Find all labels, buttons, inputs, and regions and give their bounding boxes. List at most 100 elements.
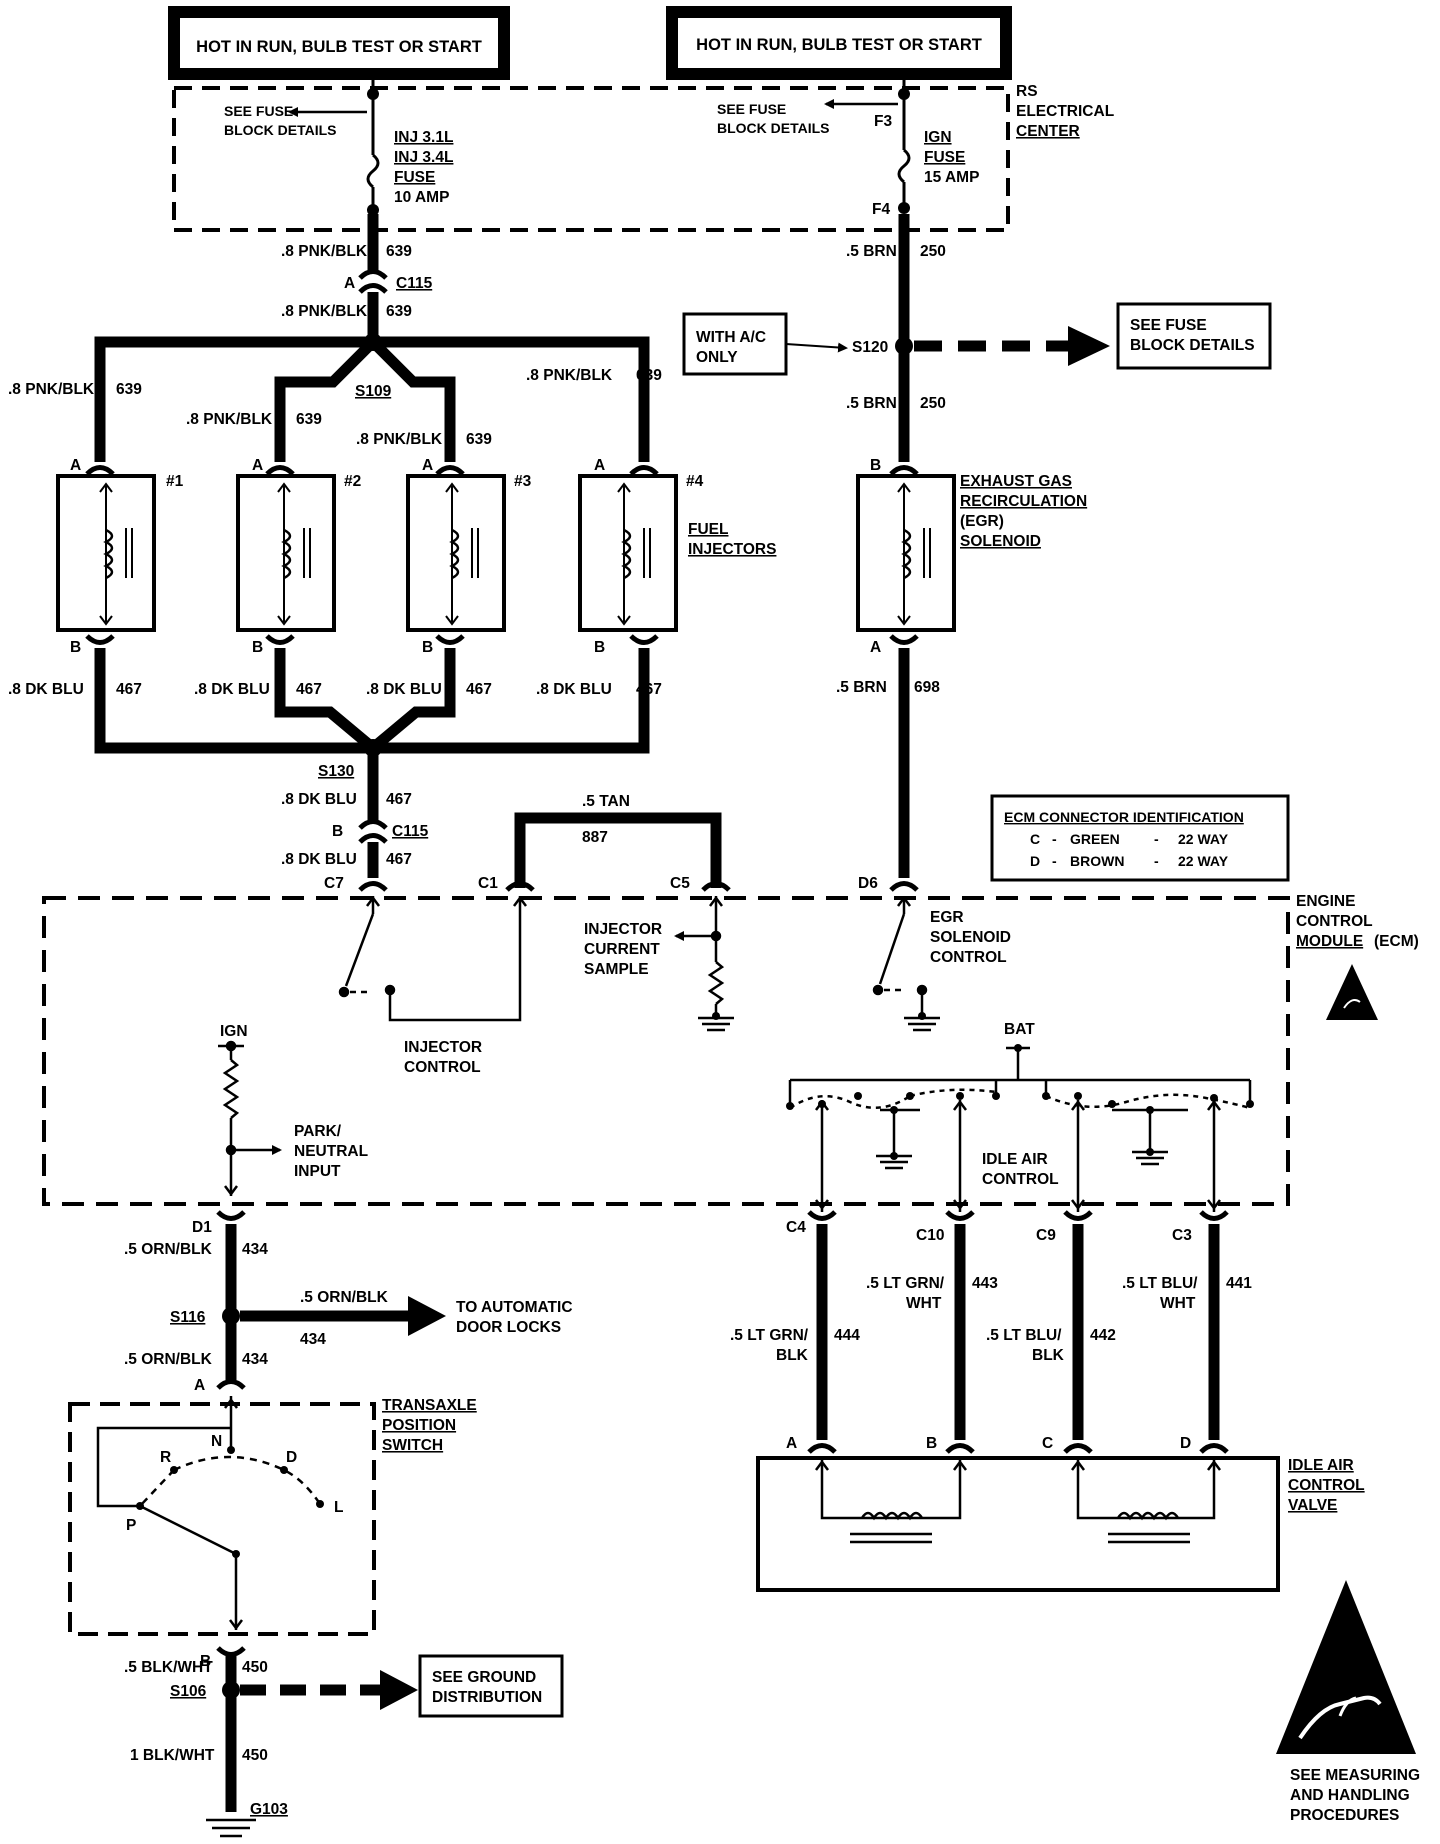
- fuel-injector-3: [406, 474, 506, 632]
- fuel-injectors-label-2: INJECTORS: [688, 541, 776, 558]
- rs-center-label-1: RS: [1016, 83, 1038, 100]
- c115-bottom-label: C115: [392, 823, 429, 840]
- ecm-label-1: ENGINE: [1296, 893, 1355, 910]
- injector-number-4: #4: [686, 473, 704, 490]
- see-fuse-box-label-1: SEE FUSE: [1130, 317, 1207, 334]
- circuit-443: 443: [972, 1275, 998, 1292]
- tps-label-1: TRANSAXLE: [382, 1397, 477, 1414]
- wire-label-dkblu-4: .8 DK BLU: [536, 681, 612, 698]
- tps-pin-b: B: [200, 1653, 211, 1670]
- wire-887: [514, 812, 722, 888]
- see-measuring-label-1: SEE MEASURING: [1290, 1767, 1420, 1784]
- circuit-250-2: 250: [920, 395, 946, 412]
- tps-pin-a: A: [194, 1377, 205, 1394]
- iac-valve-label-1: IDLE AIR: [1288, 1457, 1354, 1474]
- pin-a-c115: A: [344, 275, 355, 292]
- with-ac-label-2: ONLY: [696, 349, 738, 366]
- fuel-injectors-label-1: FUEL: [688, 521, 728, 538]
- iac-valve-label-3: VALVE: [1288, 1497, 1337, 1514]
- inj-fuse-label-4: 10 AMP: [394, 189, 449, 206]
- iac-wires: [816, 1224, 1220, 1440]
- wire-label-ltgrn-wht-2: WHT: [906, 1295, 942, 1312]
- pin-d1: D1: [192, 1219, 212, 1236]
- wire-label-pnk-blk-inj1: .8 PNK/BLK: [8, 381, 95, 398]
- wire-label-blk-wht-1: .5 BLK/WHT: [124, 1659, 213, 1676]
- ecm-id-d: D: [1030, 853, 1040, 869]
- circuit-250-1: 250: [920, 243, 946, 260]
- circuit-639-inj2: 639: [296, 411, 322, 428]
- pin-b-c115: B: [332, 823, 343, 840]
- egr-label-2: RECIRCULATION: [960, 493, 1087, 510]
- egr-pin-a: A: [870, 639, 881, 656]
- circuit-639-2: 639: [386, 303, 412, 320]
- injector-control-circuit: [338, 895, 527, 1022]
- ecm-id-c: C: [1030, 831, 1040, 847]
- park-neutral-label-3: INPUT: [294, 1163, 341, 1180]
- fuel-injector-1: [56, 474, 156, 632]
- injector-return-wires: [94, 648, 650, 878]
- pin-c10: C10: [916, 1227, 944, 1244]
- iac-control-label-2: CONTROL: [982, 1171, 1059, 1188]
- pin-c3: C3: [1172, 1227, 1192, 1244]
- ecm-id-d-dash2: -: [1154, 853, 1159, 869]
- splice-s106-label: S106: [170, 1683, 207, 1700]
- ecm-id-d-dash1: -: [1052, 853, 1057, 869]
- wire-label-pnk-blk-inj2: .8 PNK/BLK: [186, 411, 273, 428]
- iac-pin-c: C: [1042, 1435, 1053, 1452]
- wire-label-brn-3: .5 BRN: [836, 679, 887, 696]
- circuit-467-3: 467: [466, 681, 492, 698]
- tps-switch: [96, 1396, 322, 1631]
- inj4-pin-a: A: [594, 457, 605, 474]
- c115-top-label: C115: [396, 275, 433, 292]
- wire-label-orn-blk-2: .5 ORN/BLK: [124, 1351, 213, 1368]
- splice-s106: [222, 1681, 240, 1699]
- injector-number-3: #3: [514, 473, 532, 490]
- pin-c5: C5: [670, 875, 690, 892]
- ign-label: IGN: [220, 1023, 248, 1040]
- wire-label-brn-1: .5 BRN: [846, 243, 897, 260]
- ecm-id-green: GREEN: [1070, 831, 1120, 847]
- park-neutral-label-1: PARK/: [294, 1123, 342, 1140]
- circuit-444: 444: [834, 1327, 860, 1344]
- egr-control-label-2: SOLENOID: [930, 929, 1011, 946]
- circuit-450-2: 450: [242, 1747, 268, 1764]
- iac-driver-dots: [786, 1044, 1254, 1160]
- ign-fuse-label-2: FUSE: [924, 149, 965, 166]
- wire-label-blk-wht-2: 1 BLK/WHT: [130, 1747, 215, 1764]
- inj3-pin-a: A: [422, 457, 433, 474]
- egr-control-label-3: CONTROL: [930, 949, 1007, 966]
- egr-solenoid-control-circuit: [872, 895, 940, 1032]
- wire-label-pnk-blk-2: .8 PNK/BLK: [281, 303, 368, 320]
- ground-g103-label: G103: [250, 1801, 288, 1818]
- s106-to-ground-arrow: [240, 1670, 418, 1710]
- iac-valve: [756, 1456, 1280, 1592]
- circuit-434-1: 434: [242, 1241, 268, 1258]
- s116-to-door-locks-arrow: [240, 1296, 446, 1336]
- see-fuse-right-2: BLOCK DETAILS: [717, 120, 830, 136]
- fuel-injector-2: [236, 474, 336, 632]
- iac-pin-a: A: [786, 1435, 797, 1452]
- circuit-434-3: 434: [300, 1331, 326, 1348]
- iac-pin-b: B: [926, 1435, 937, 1452]
- fuel-injector-4: [578, 474, 678, 632]
- ecm-id-title: ECM CONNECTOR IDENTIFICATION: [1004, 809, 1244, 825]
- see-measuring-label-3: PROCEDURES: [1290, 1807, 1399, 1824]
- s120-to-fuse-arrow: [914, 326, 1110, 366]
- inj-fuse-label-2: INJ 3.4L: [394, 149, 453, 166]
- injector-current-label-2: CURRENT: [584, 941, 660, 958]
- wire-label-tan: .5 TAN: [582, 793, 630, 810]
- esd-warning-icon: [1326, 964, 1378, 1020]
- see-fuse-right-1: SEE FUSE: [717, 101, 786, 117]
- power-source-left: HOT IN RUN, BULB TEST OR START: [168, 6, 510, 80]
- wire-label-ltgrn-blk-1: .5 LT GRN/: [730, 1327, 809, 1344]
- tps-contacts: [136, 1446, 324, 1558]
- inj2-pin-b: B: [252, 639, 263, 656]
- see-fuse-box: [1116, 302, 1272, 370]
- tps-label-2: POSITION: [382, 1417, 456, 1434]
- wire-label-orn-blk-3: .5 ORN/BLK: [300, 1289, 389, 1306]
- pin-c4: C4: [786, 1219, 806, 1236]
- wire-label-dkblu-6: .8 DK BLU: [281, 851, 357, 868]
- wire-label-dkblu-5: .8 DK BLU: [281, 791, 357, 808]
- injector-current-sample-circuit: [674, 895, 734, 1032]
- ecm-id-c-way: 22 WAY: [1178, 831, 1229, 847]
